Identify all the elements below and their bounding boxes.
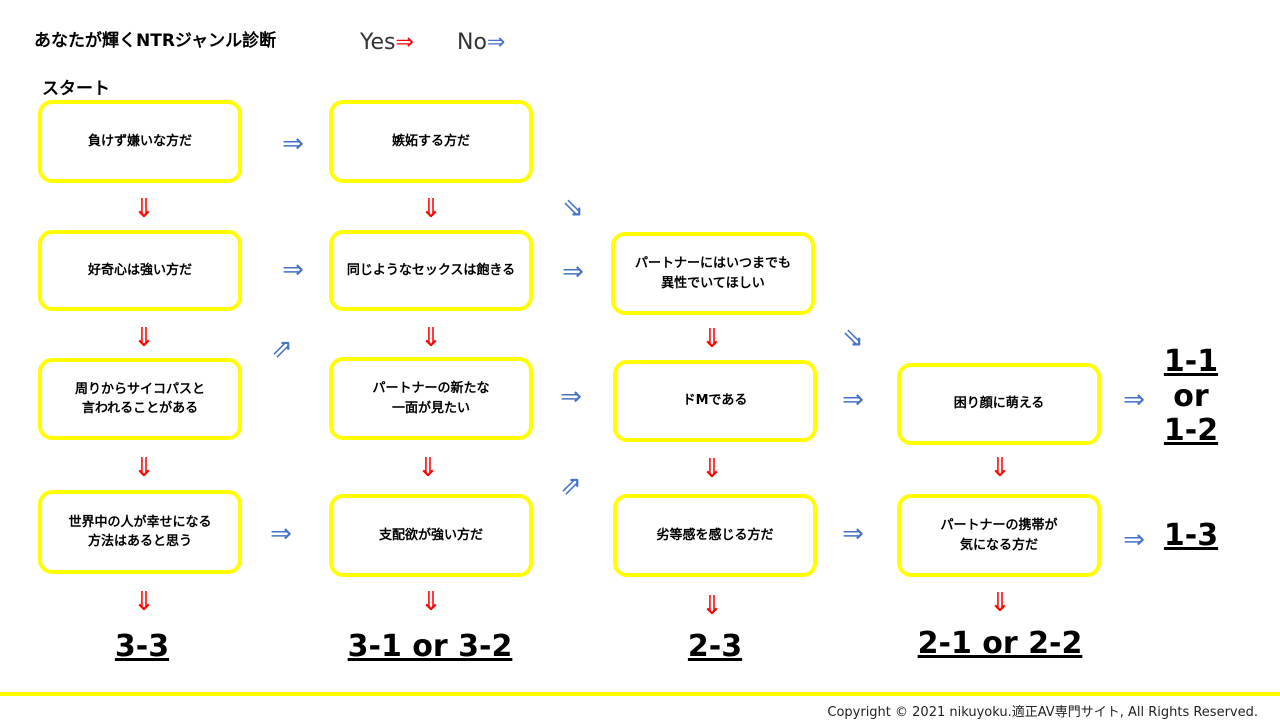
no-right-arrow-icon: ⇒ (282, 129, 304, 159)
result-col1: 3-3 (114, 629, 170, 664)
yes-down-arrow-icon: ⇓ (701, 324, 723, 354)
question-node: パートナーの携帯が 気になる方だ (897, 494, 1101, 577)
result-side-top: 1-1 or 1-2 (1158, 344, 1224, 449)
no-right-arrow-icon: ⇒ (562, 257, 584, 287)
result-side-top-b: 1-2 (1163, 413, 1219, 448)
yes-down-arrow-icon: ⇓ (989, 588, 1011, 618)
no-right-arrow-icon: ⇒ (842, 385, 864, 415)
no-right-arrow-icon: ⇒ (560, 382, 582, 412)
yes-down-arrow-icon: ⇓ (417, 453, 439, 483)
question-node: ドMである (613, 360, 817, 442)
question-node: 周りからサイコパスと 言われることがある (38, 358, 242, 440)
footer-divider (0, 692, 1280, 696)
start-label: スタート (42, 79, 110, 99)
no-right-arrow-icon: ⇒ (842, 519, 864, 549)
question-node: 嫉妬する方だ (329, 100, 533, 183)
yes-down-arrow-icon: ⇓ (133, 587, 155, 617)
yes-down-arrow-icon: ⇓ (133, 453, 155, 483)
no-right-arrow-icon: ⇒ (1123, 525, 1145, 555)
yes-down-arrow-icon: ⇓ (420, 323, 442, 353)
no-down-right-arrow-icon: ⇘ (562, 193, 584, 223)
legend-yes-label: Yes (360, 30, 396, 55)
question-node: 世界中の人が幸せになる 方法はあると思う (38, 490, 242, 574)
question-node: パートナーにはいつまでも 異性でいてほしい (611, 232, 815, 315)
no-up-right-arrow-icon: ⇗ (560, 471, 582, 501)
question-node: 同じようなセックスは飽きる (329, 230, 533, 311)
legend-yes: Yes⇒ (360, 30, 414, 55)
yes-down-arrow-icon: ⇓ (701, 591, 723, 621)
question-node: 困り顔に萌える (897, 363, 1101, 445)
yes-down-arrow-icon: ⇓ (989, 453, 1011, 483)
no-right-arrow-icon: ⇒ (1123, 385, 1145, 415)
legend-yes-arrow-icon: ⇒ (395, 30, 414, 55)
yes-down-arrow-icon: ⇓ (420, 587, 442, 617)
question-node: 負けず嫌いな方だ (38, 100, 242, 183)
page-title: あなたが輝くNTRジャンル診断 (34, 31, 277, 51)
yes-down-arrow-icon: ⇓ (133, 323, 155, 353)
no-up-right-arrow-icon: ⇗ (271, 334, 293, 364)
question-node: 好奇心は強い方だ (38, 230, 242, 311)
yes-down-arrow-icon: ⇓ (701, 454, 723, 484)
result-side-top-or: or (1173, 378, 1209, 414)
yes-down-arrow-icon: ⇓ (133, 194, 155, 224)
legend-no-label: No (457, 30, 487, 55)
result-col3: 2-3 (687, 629, 743, 664)
result-col4: 2-1 or 2-2 (917, 626, 1083, 661)
result-col2: 3-1 or 3-2 (347, 629, 513, 664)
legend-no: No⇒ (457, 30, 505, 55)
result-side-bottom: 1-3 (1163, 518, 1219, 553)
question-node: パートナーの新たな 一面が見たい (329, 357, 533, 440)
copyright-text: Copyright © 2021 nikuyoku.適正AV専門サイト, All… (827, 705, 1258, 720)
question-node: 支配欲が強い方だ (329, 494, 533, 577)
no-down-right-arrow-icon: ⇘ (842, 323, 864, 353)
result-side-top-a: 1-1 (1163, 344, 1219, 379)
no-right-arrow-icon: ⇒ (282, 255, 304, 285)
yes-down-arrow-icon: ⇓ (420, 194, 442, 224)
no-right-arrow-icon: ⇒ (270, 519, 292, 549)
question-node: 劣等感を感じる方だ (613, 494, 817, 577)
legend-no-arrow-icon: ⇒ (486, 30, 506, 55)
